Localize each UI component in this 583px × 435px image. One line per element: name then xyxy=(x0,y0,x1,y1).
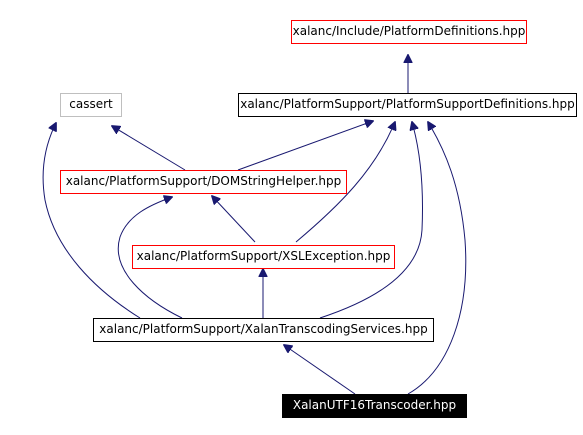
edge-xslexception-to-domstringhelper xyxy=(212,196,256,243)
edge-domstringhelper-to-cassert xyxy=(112,126,186,171)
edge-transcoding-to-psd xyxy=(319,122,424,319)
edge-utf16-to-psd xyxy=(407,122,467,395)
node-xsl-exception[interactable]: xalanc/PlatformSupport/XSLException.hpp xyxy=(132,245,395,269)
node-dom-string-helper[interactable]: xalanc/PlatformSupport/DOMStringHelper.h… xyxy=(60,170,347,194)
edge-utf16-to-transcoding xyxy=(284,345,356,395)
edge-domstringhelper-to-psd xyxy=(237,121,373,171)
node-xalan-transcoding-services[interactable]: xalanc/PlatformSupport/XalanTranscodingS… xyxy=(93,318,434,342)
edge-transcoding-to-domstringhelper xyxy=(117,197,183,319)
edge-xslexception-to-psd xyxy=(295,122,395,243)
node-cassert: cassert xyxy=(60,93,122,117)
edge-transcoding-to-cassert xyxy=(42,123,141,319)
node-xalan-utf16-transcoder: XalanUTF16Transcoder.hpp xyxy=(282,394,467,418)
node-platform-support-definitions[interactable]: xalanc/PlatformSupport/PlatformSupportDe… xyxy=(238,93,577,117)
node-platform-definitions[interactable]: xalanc/Include/PlatformDefinitions.hpp xyxy=(291,20,527,44)
